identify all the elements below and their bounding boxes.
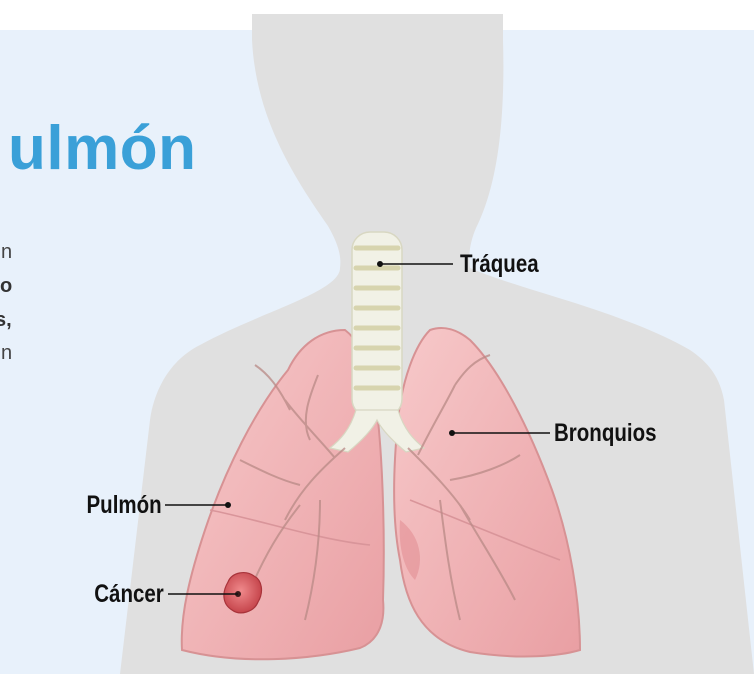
- tumor: [224, 573, 262, 613]
- text-fragment-3: s,: [0, 310, 12, 330]
- title-fragment: ulmón: [8, 118, 196, 180]
- text-fragment-1: n: [1, 242, 12, 262]
- text-fragment-4: n: [1, 343, 12, 363]
- text-fragment-2: o: [0, 276, 12, 296]
- bronchi-leader-dot: [449, 430, 455, 436]
- lung-leader-dot: [225, 502, 231, 508]
- label-bronchi: Bronquios: [554, 421, 657, 446]
- label-trachea: Tráquea: [460, 252, 539, 277]
- label-cancer: Cáncer: [94, 582, 164, 607]
- trachea-leader-dot: [377, 261, 383, 267]
- label-lung: Pulmón: [87, 493, 162, 518]
